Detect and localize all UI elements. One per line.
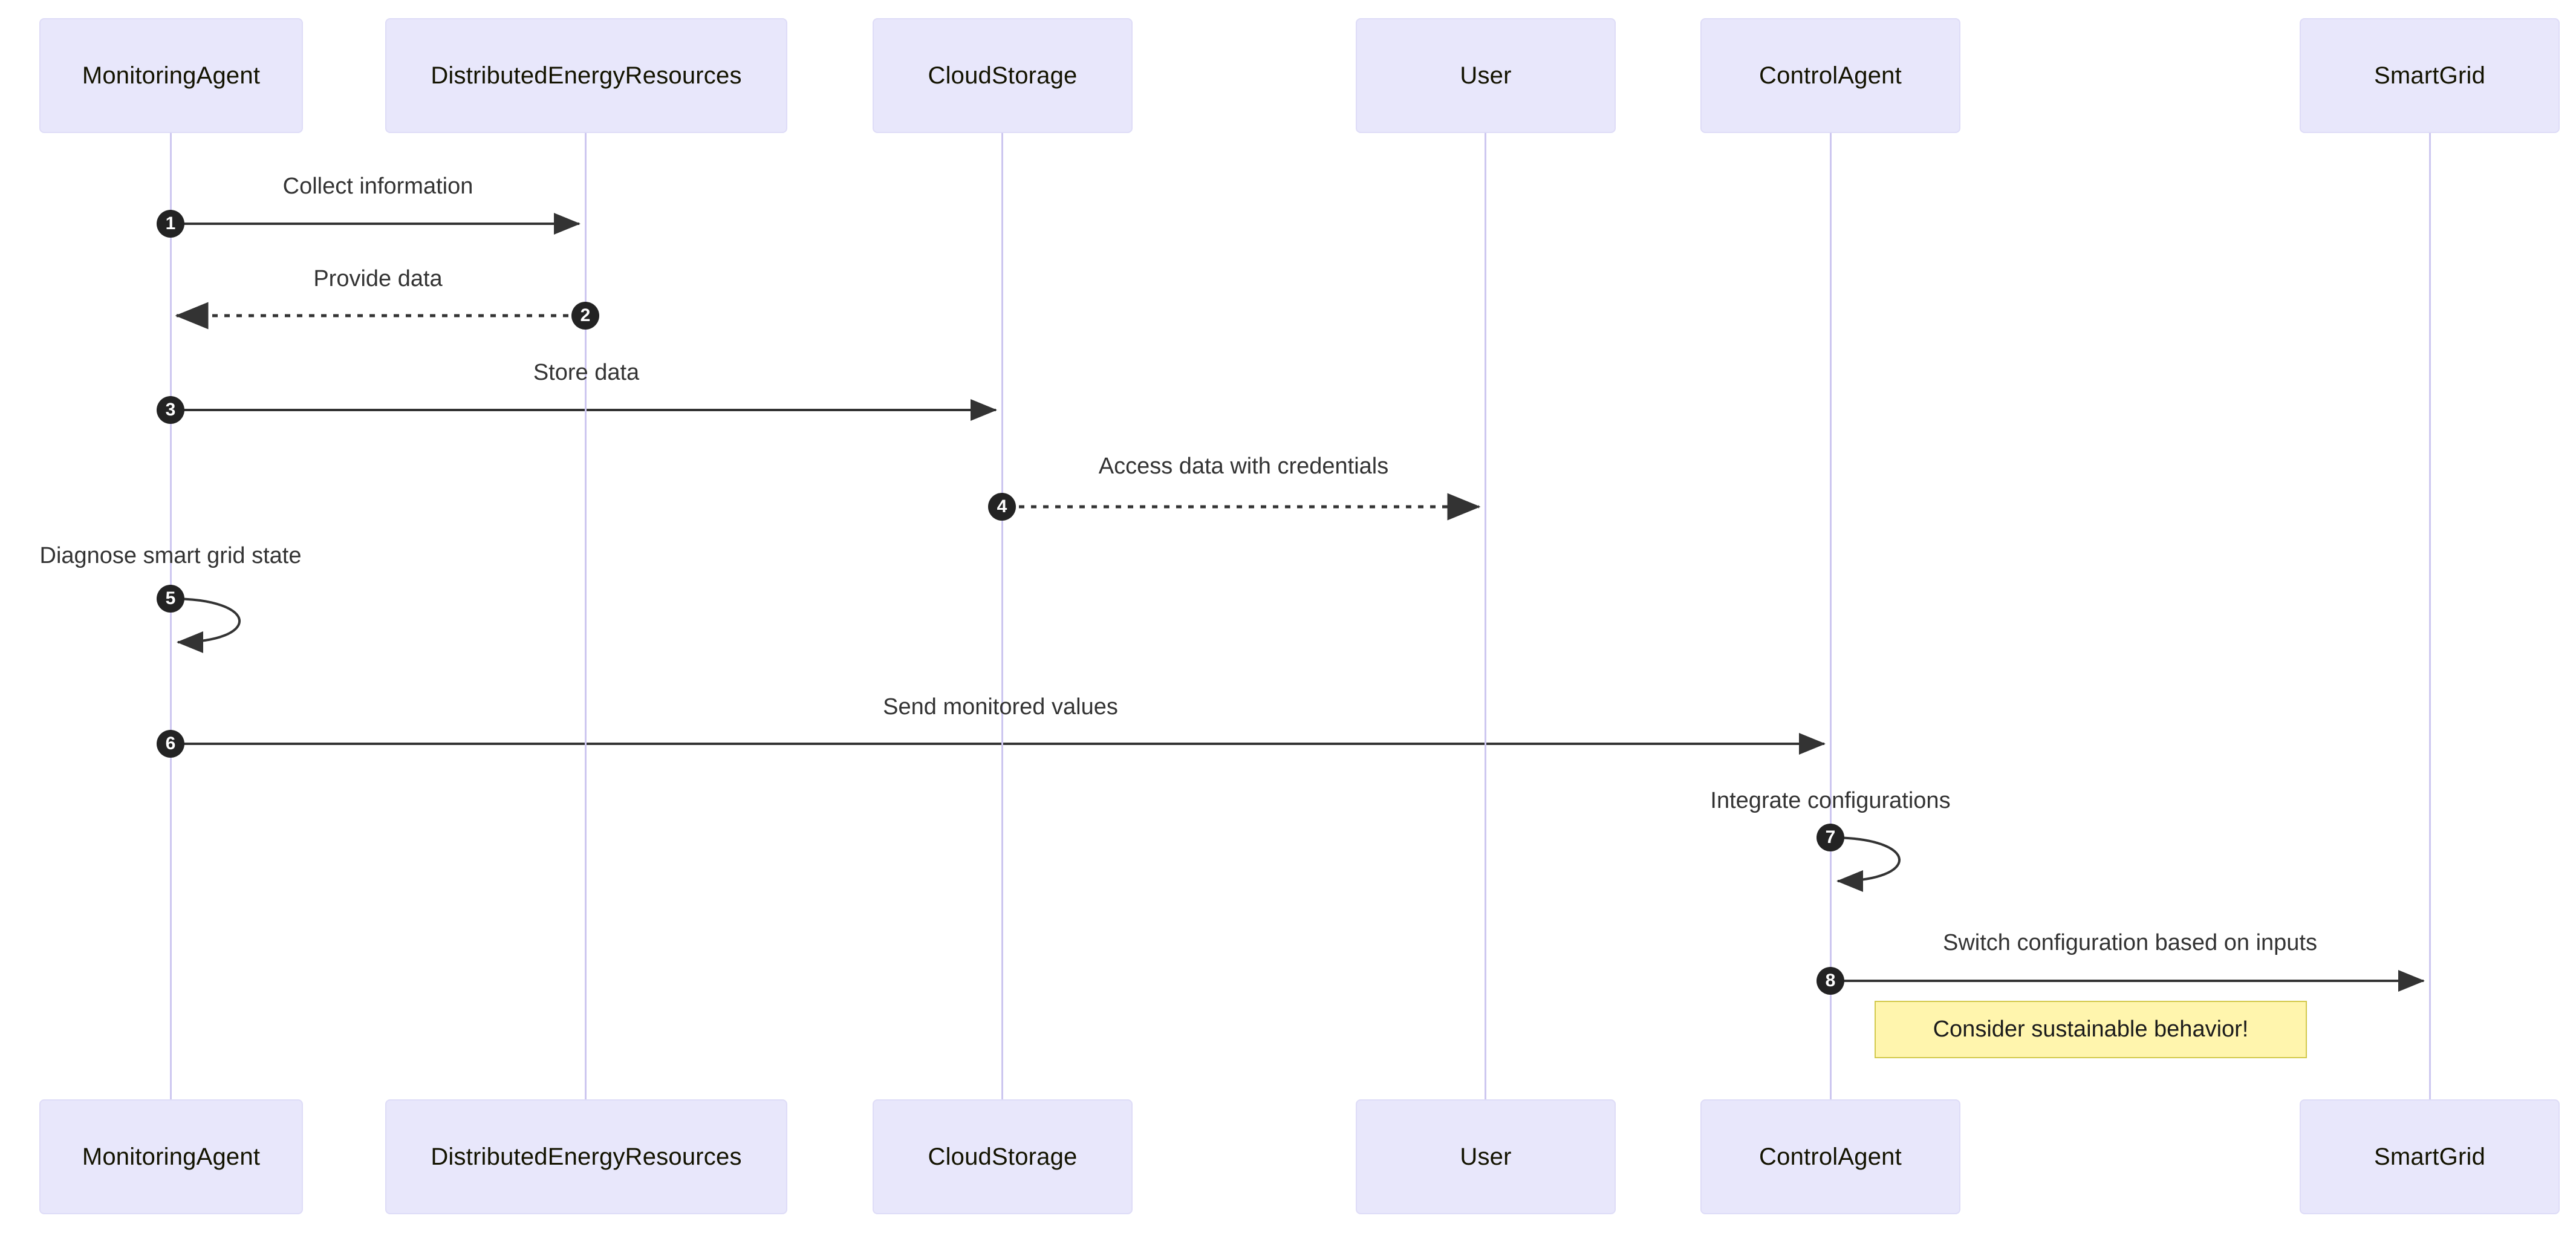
participant-bottom-user[interactable]: User — [1356, 1099, 1616, 1214]
sequence-number-badge-3[interactable]: 3 — [157, 396, 184, 424]
lifeline-user — [1484, 133, 1486, 1099]
participant-bottom-smartgrid[interactable]: SmartGrid — [2300, 1099, 2560, 1214]
message-label-5: Diagnose smart grid state — [39, 543, 302, 568]
message-label-8: Switch configuration based on inputs — [1943, 930, 2317, 955]
participant-label: User — [1460, 62, 1512, 89]
sequence-number-badge-5[interactable]: 5 — [157, 585, 184, 613]
participant-label: CloudStorage — [928, 1143, 1078, 1170]
participant-top-smartgrid[interactable]: SmartGrid — [2300, 18, 2560, 133]
participant-label: ControlAgent — [1759, 1143, 1902, 1170]
participant-bottom-cloudstorage[interactable]: CloudStorage — [873, 1099, 1133, 1214]
participant-label: User — [1460, 1143, 1512, 1170]
message-label-7: Integrate configurations — [1710, 788, 1951, 813]
participant-bottom-controlagent[interactable]: ControlAgent — [1700, 1099, 1960, 1214]
participant-label: SmartGrid — [2373, 62, 2486, 89]
message-label-4: Access data with credentials — [1098, 454, 1389, 479]
participant-top-cloudstorage[interactable]: CloudStorage — [873, 18, 1133, 133]
participant-label: DistributedEnergyResources — [431, 62, 742, 89]
participant-label: DistributedEnergyResources — [431, 1143, 742, 1170]
sequence-number-badge-8[interactable]: 8 — [1817, 967, 1844, 995]
participant-label: CloudStorage — [928, 62, 1078, 89]
lifeline-distributedenergyresources — [584, 133, 587, 1099]
message-label-2: Provide data — [313, 266, 443, 291]
sequence-number-badge-1[interactable]: 1 — [157, 210, 184, 238]
participant-top-distributedenergyresources[interactable]: DistributedEnergyResources — [385, 18, 787, 133]
message-arrow-7 — [1830, 836, 1901, 892]
lifeline-cloudstorage — [1001, 133, 1003, 1099]
participant-label: MonitoringAgent — [82, 62, 261, 89]
message-label-1: Collect information — [282, 174, 473, 199]
sequence-number-badge-7[interactable]: 7 — [1817, 824, 1844, 851]
note-text: Consider sustainable behavior! — [1933, 1017, 2249, 1042]
participant-label: SmartGrid — [2373, 1143, 2486, 1170]
participant-bottom-distributedenergyresources[interactable]: DistributedEnergyResources — [385, 1099, 787, 1214]
participant-top-controlagent[interactable]: ControlAgent — [1700, 18, 1960, 133]
message-label-6: Send monitored values — [883, 694, 1118, 720]
lifeline-monitoringagent — [169, 133, 172, 1099]
participant-label: MonitoringAgent — [82, 1143, 261, 1170]
sequence-number-badge-6[interactable]: 6 — [157, 730, 184, 758]
participant-top-user[interactable]: User — [1356, 18, 1616, 133]
message-label-3: Store data — [533, 360, 640, 385]
participant-label: ControlAgent — [1759, 62, 1902, 89]
note-note-sustainable[interactable]: Consider sustainable behavior! — [1875, 1001, 2307, 1058]
message-arrow-5 — [170, 597, 241, 653]
sequence-number-badge-4[interactable]: 4 — [988, 493, 1016, 521]
participant-bottom-monitoringagent[interactable]: MonitoringAgent — [39, 1099, 303, 1214]
lifeline-smartgrid — [2428, 133, 2431, 1099]
participant-top-monitoringagent[interactable]: MonitoringAgent — [39, 18, 303, 133]
lifeline-controlagent — [1829, 133, 1832, 1099]
sequence-number-badge-2[interactable]: 2 — [571, 302, 599, 330]
